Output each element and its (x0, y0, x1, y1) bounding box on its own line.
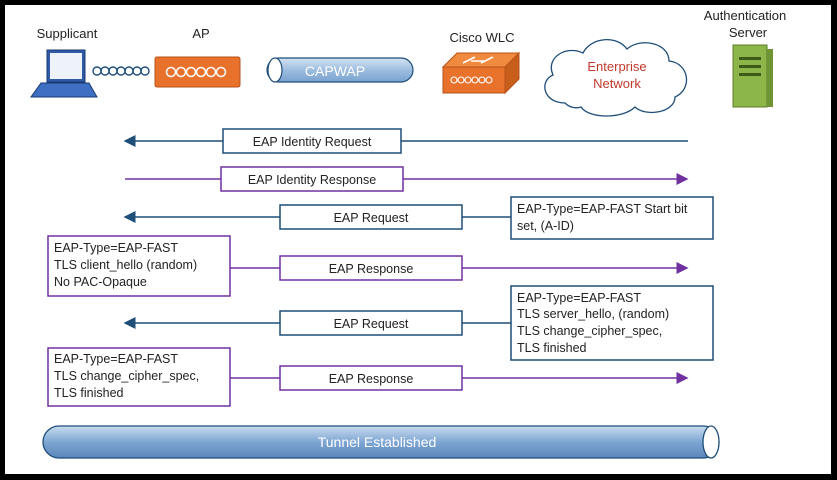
identity-response-label: EAP Identity Response (248, 173, 376, 187)
eap-request-2-box (279, 310, 463, 336)
start-bit-note-line1: EAP-Type=EAP-FAST Start bit (517, 202, 688, 216)
client-finish-note (47, 347, 231, 407)
auth-label-line2: Server (729, 25, 768, 40)
auth-label-line1: Authentication (704, 8, 786, 23)
capwap-tunnel: CAPWAP (266, 57, 414, 83)
capwap-label: CAPWAP (305, 63, 365, 79)
client-hello-note-line2: TLS client_hello (random) (54, 258, 197, 272)
server-hello-note-line2: TLS server_hello, (random) (517, 307, 669, 321)
wireless-link-icon (92, 66, 150, 76)
server-hello-note-line4: TLS finished (517, 341, 587, 355)
eap-response-1-label: EAP Response (329, 262, 414, 276)
eap-request-1-label: EAP Request (334, 211, 409, 225)
server-hello-note (510, 285, 714, 361)
client-finish-note-line3: TLS finished (54, 386, 124, 400)
wlc-icon (441, 51, 521, 95)
enterprise-label-line1: Enterprise (587, 59, 646, 74)
eap-response-2-box (279, 365, 463, 391)
tunnel-established-label: Tunnel Established (318, 434, 437, 450)
tunnel-established-tube: Tunnel Established (42, 425, 720, 459)
eap-response-1-box (279, 255, 463, 281)
ap-label: AP (192, 26, 209, 41)
enterprise-label-line2: Network (593, 76, 641, 91)
eap-request-1-box (279, 204, 463, 230)
identity-request-label: EAP Identity Request (253, 135, 372, 149)
ap-icon (154, 56, 241, 88)
server-hello-note-line3: TLS change_cipher_spec, (517, 324, 662, 338)
client-hello-note-line1: EAP-Type=EAP-FAST (54, 241, 178, 255)
server-hello-note-line1: EAP-Type=EAP-FAST (517, 291, 641, 305)
identity-response-box (220, 166, 404, 192)
auth-server-icon (732, 44, 773, 108)
identity-request-box (222, 128, 402, 154)
start-bit-note-line2: set, (A-ID) (517, 219, 574, 233)
start-bit-note (510, 196, 714, 240)
client-hello-note-line3: No PAC-Opaque (54, 275, 147, 289)
diagram-canvas: Supplicant AP Cisco WLC Authentication S… (5, 5, 831, 474)
client-finish-note-line2: TLS change_cipher_spec, (54, 369, 199, 383)
client-finish-note-line1: EAP-Type=EAP-FAST (54, 352, 178, 366)
wlc-label: Cisco WLC (449, 30, 514, 45)
enterprise-network-cloud: Enterprise Network (544, 39, 688, 117)
supplicant-label: Supplicant (37, 26, 98, 41)
client-hello-note (47, 235, 231, 297)
eap-request-2-label: EAP Request (334, 317, 409, 331)
laptop-icon (30, 49, 98, 98)
eap-response-2-label: EAP Response (329, 372, 414, 386)
